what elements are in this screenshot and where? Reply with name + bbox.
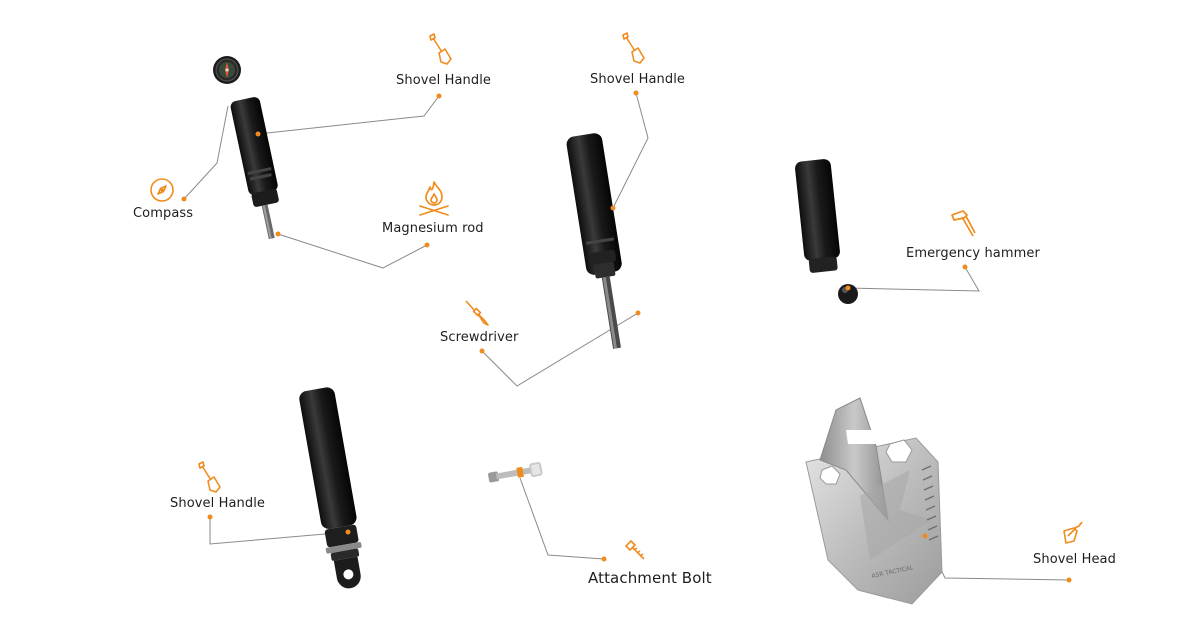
attachment-bolt-part [488, 462, 543, 483]
compass-cap [213, 56, 241, 84]
hammer-icon [951, 210, 976, 237]
shovel-icon [622, 32, 645, 64]
screwdriver-icon [465, 300, 489, 326]
leader-magnesium-rod [277, 233, 428, 269]
leader-lines [183, 92, 1070, 581]
leader-attachment-bolt [519, 477, 605, 560]
marker-attachment-bolt [601, 556, 607, 562]
campfire-icon [419, 181, 449, 216]
handle-with-screwdriver [566, 133, 622, 349]
handle-with-hammer [795, 159, 858, 304]
marker-emergency-hammer [845, 285, 851, 291]
handle-with-loop [299, 387, 362, 589]
marker-shovel-handle-1 [255, 131, 261, 137]
marker-shovel-head [922, 533, 928, 539]
leader-shovel-handle-1 [257, 95, 440, 135]
shovel-icon [198, 461, 221, 493]
marker-magnesium-rod [275, 231, 281, 237]
shovel-head-icon [1063, 521, 1083, 544]
label-compass: Compass [133, 206, 194, 221]
marker-shovel-handle-2 [610, 205, 616, 211]
label-dots [207, 90, 1072, 583]
label-shovel-handle-1: Shovel Handle [396, 73, 492, 88]
label-magnesium-rod: Magnesium rod [382, 221, 484, 236]
marker-compass [181, 196, 187, 202]
handle-with-compass-and-rod [181, 56, 281, 240]
leader-emergency-hammer [847, 266, 980, 292]
shovel-icon [429, 33, 452, 65]
handle-body-1 [230, 97, 279, 240]
compass-icon [150, 178, 174, 202]
marker-screwdriver [635, 310, 641, 316]
shovel-head-part: ASR TACTICAL [805, 397, 943, 605]
label-shovel-handle-2: Shovel Handle [590, 72, 686, 87]
leader-shovel-handle-2 [612, 92, 649, 209]
leader-compass [183, 105, 229, 200]
label-screwdriver: Screwdriver [440, 330, 519, 345]
label-attachment-bolt: Attachment Bolt [588, 569, 712, 587]
label-shovel-handle-3: Shovel Handle [170, 496, 266, 511]
marker-shovel-handle-3 [345, 529, 351, 535]
label-shovel-head: Shovel Head [1033, 552, 1116, 567]
label-emergency-hammer: Emergency hammer [906, 246, 1040, 261]
leader-shovel-handle-3 [209, 517, 349, 545]
bolt-icon [625, 540, 645, 560]
leader-screwdriver [481, 312, 639, 387]
